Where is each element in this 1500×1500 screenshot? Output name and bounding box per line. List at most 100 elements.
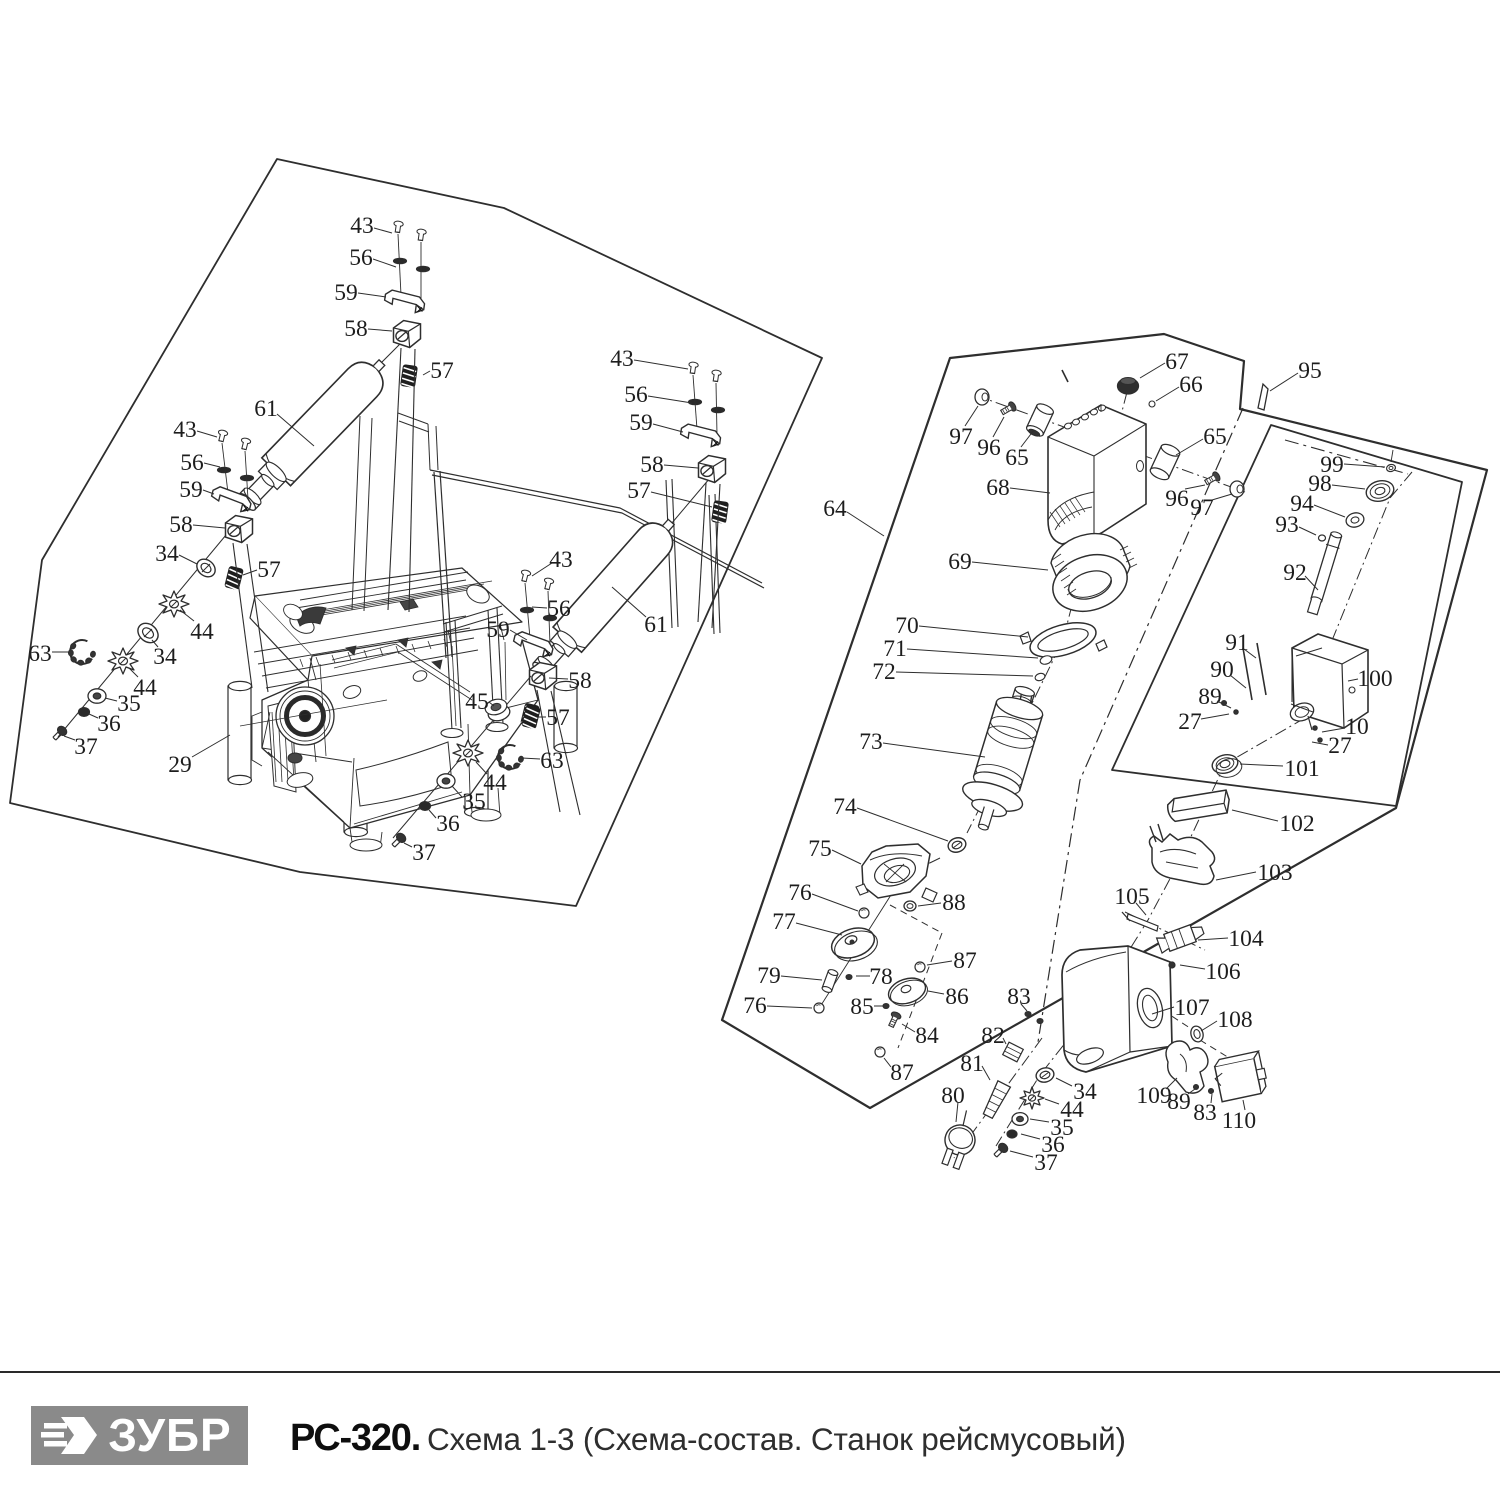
svg-text:74: 74 [833,794,857,820]
svg-text:43: 43 [173,417,197,443]
svg-text:43: 43 [610,346,634,372]
svg-text:76: 76 [743,993,767,1019]
svg-text:105: 105 [1114,884,1149,910]
svg-text:Схема 1-3 (Схема-состав. Стано: Схема 1-3 (Схема-состав. Станок рейсмусо… [427,1421,1126,1457]
svg-text:68: 68 [986,475,1010,501]
svg-text:109: 109 [1136,1083,1171,1109]
svg-text:89: 89 [1198,684,1222,710]
svg-text:89: 89 [1167,1089,1191,1115]
svg-text:97: 97 [949,424,973,450]
svg-text:83: 83 [1007,984,1031,1010]
svg-text:57: 57 [627,478,651,504]
svg-text:56: 56 [624,382,648,408]
svg-text:ЗУБР: ЗУБР [108,1409,231,1461]
svg-text:90: 90 [1210,657,1234,683]
svg-text:63: 63 [28,641,52,667]
svg-text:82: 82 [981,1023,1005,1049]
svg-text:95: 95 [1298,358,1322,384]
svg-text:34: 34 [155,541,179,567]
svg-text:100: 100 [1357,666,1392,692]
svg-text:61: 61 [644,612,668,638]
svg-text:79: 79 [757,963,781,989]
svg-text:92: 92 [1283,560,1307,586]
svg-text:59: 59 [179,477,203,503]
svg-text:59: 59 [486,617,510,643]
svg-text:29: 29 [168,752,192,778]
svg-text:57: 57 [546,705,570,731]
svg-text:35: 35 [117,691,141,717]
svg-text:99: 99 [1320,452,1344,478]
svg-text:45: 45 [465,689,489,715]
svg-text:69: 69 [948,549,972,575]
svg-text:44: 44 [483,770,507,796]
svg-text:64: 64 [823,496,847,522]
svg-text:110: 110 [1222,1108,1256,1134]
svg-text:59: 59 [629,410,653,436]
svg-text:87: 87 [890,1060,914,1086]
svg-text:34: 34 [153,644,177,670]
svg-text:35: 35 [1050,1115,1074,1141]
svg-text:РС-320.: РС-320. [290,1417,420,1459]
svg-text:59: 59 [334,280,358,306]
svg-text:96: 96 [977,435,1001,461]
svg-text:44: 44 [1060,1097,1084,1123]
svg-text:66: 66 [1179,372,1203,398]
svg-text:91: 91 [1225,630,1249,656]
svg-text:76: 76 [788,880,812,906]
svg-text:84: 84 [915,1023,939,1049]
svg-text:88: 88 [942,890,966,916]
svg-text:58: 58 [640,452,664,478]
svg-text:65: 65 [1005,445,1029,471]
svg-text:10: 10 [1345,714,1369,740]
svg-text:80: 80 [941,1083,965,1109]
svg-text:94: 94 [1290,491,1314,517]
svg-text:93: 93 [1275,512,1299,538]
svg-text:34: 34 [1073,1079,1097,1105]
svg-text:37: 37 [412,840,436,866]
svg-text:56: 56 [547,596,571,622]
svg-text:27: 27 [1328,733,1352,759]
svg-text:75: 75 [808,836,832,862]
svg-text:81: 81 [960,1051,984,1077]
svg-text:86: 86 [945,984,969,1010]
svg-text:27: 27 [1178,709,1202,735]
svg-text:98: 98 [1308,471,1332,497]
svg-text:58: 58 [568,668,592,694]
svg-text:43: 43 [350,213,374,239]
svg-text:63: 63 [540,748,564,774]
svg-text:96: 96 [1165,486,1189,512]
svg-text:43: 43 [549,547,573,573]
svg-text:57: 57 [257,557,281,583]
svg-text:107: 107 [1174,995,1210,1021]
svg-text:97: 97 [1190,495,1214,521]
svg-text:36: 36 [97,711,121,737]
svg-text:56: 56 [349,245,373,271]
svg-text:67: 67 [1165,349,1189,375]
svg-text:36: 36 [436,811,460,837]
svg-text:58: 58 [344,316,368,342]
svg-text:44: 44 [190,619,214,645]
svg-text:58: 58 [169,512,193,538]
svg-text:56: 56 [180,450,204,476]
svg-text:104: 104 [1228,926,1264,952]
svg-text:106: 106 [1205,959,1241,985]
svg-text:77: 77 [772,909,796,935]
svg-text:78: 78 [869,964,893,990]
svg-text:61: 61 [254,396,278,422]
svg-text:87: 87 [953,948,977,974]
svg-text:70: 70 [895,613,919,639]
svg-text:37: 37 [74,734,98,760]
svg-text:35: 35 [462,789,486,815]
svg-text:102: 102 [1279,811,1314,837]
svg-text:57: 57 [430,358,454,384]
svg-text:72: 72 [872,659,896,685]
svg-text:36: 36 [1041,1132,1065,1158]
svg-text:85: 85 [850,994,874,1020]
svg-text:73: 73 [859,729,883,755]
svg-text:65: 65 [1203,424,1227,450]
svg-text:103: 103 [1257,860,1292,886]
svg-text:44: 44 [133,675,157,701]
svg-text:83: 83 [1193,1100,1217,1126]
svg-text:71: 71 [883,636,907,662]
svg-text:101: 101 [1284,756,1319,782]
